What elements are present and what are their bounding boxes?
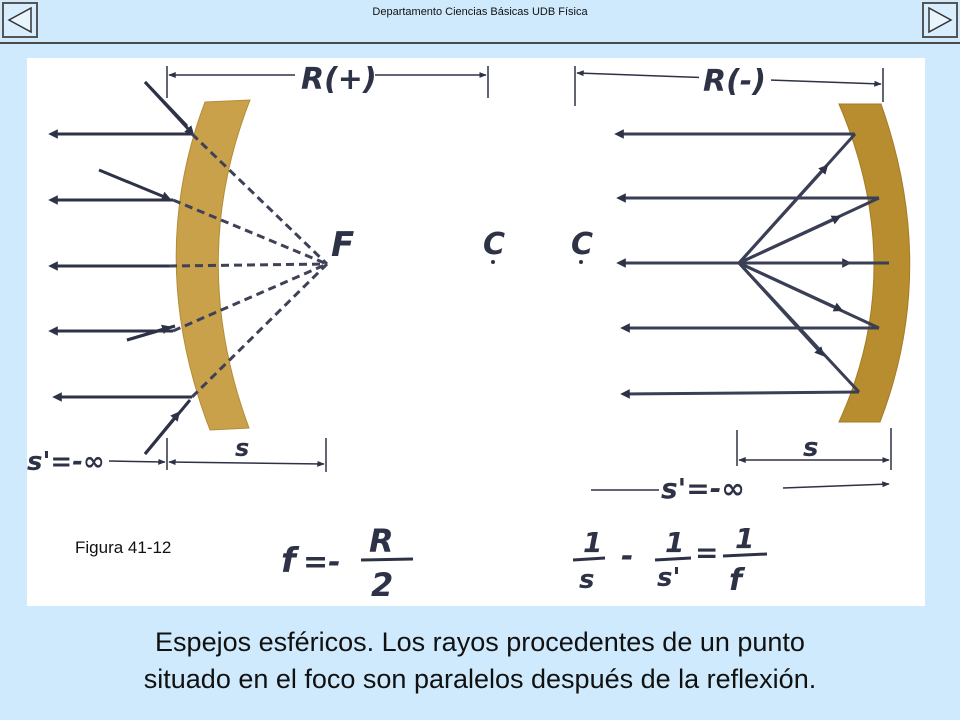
left-distance-dimensions [108,438,327,472]
formula-f: f [281,541,300,581]
left-image-distance-label: s'=-∞ [27,447,105,477]
previous-slide-button[interactable] [2,2,38,38]
left-incident-rays [98,80,195,455]
left-virtual-rays [168,132,329,399]
caption: Espejos esféricos. Los rayos procedentes… [0,624,960,698]
right-object-distance-label: s [803,433,818,463]
right-diagram: R(-) C [571,60,911,598]
left-object-distance-label: s [235,434,249,462]
left-center-label: C [483,227,505,262]
right-center-label: C [571,227,593,262]
figure-label: Figura 41-12 [75,538,172,557]
mirror-equation: 1 s - 1 s' = 1 f [572,522,768,598]
figure-panel: R(+) [27,58,925,606]
right-reflected-rays [614,129,889,399]
eq-term2-numerator: 1 [665,526,684,559]
eq-term1-denominator: s [579,565,594,595]
right-radius-label: R(-) [703,64,766,99]
next-slide-button[interactable] [922,2,958,38]
right-distance-dimensions [591,428,892,491]
left-diagram: R(+) [27,60,505,604]
right-image-distance-label: s'=-∞ [661,472,745,505]
eq-term1-numerator: 1 [583,526,602,559]
formula-equals-minus: =- [303,545,341,580]
mirror-diagram: R(+) [27,60,911,604]
formula-denominator-2: 2 [371,566,393,604]
header-title: Departamento Ciencias Básicas UDB Física [372,6,588,18]
left-radius-label: R(+) [301,62,377,97]
top-bar: Departamento Ciencias Básicas UDB Física [0,0,960,44]
eq-minus: - [621,539,633,574]
focus-label: F [331,225,354,265]
triangle-left-icon [7,6,32,34]
left-reflected-rays [48,129,192,402]
formula-numerator-r: R [369,522,394,560]
caption-line-2: situado en el foco son paralelos después… [143,664,817,694]
eq-result-denominator: f [729,563,746,598]
caption-line-1: Espejos esféricos. Los rayos procedentes… [155,627,805,657]
eq-equals: = [695,536,718,569]
eq-term2-denominator: s' [657,563,680,593]
eq-result-numerator: 1 [735,522,754,555]
triangle-right-icon [928,6,953,34]
focal-length-formula: f =- R 2 [281,522,414,604]
